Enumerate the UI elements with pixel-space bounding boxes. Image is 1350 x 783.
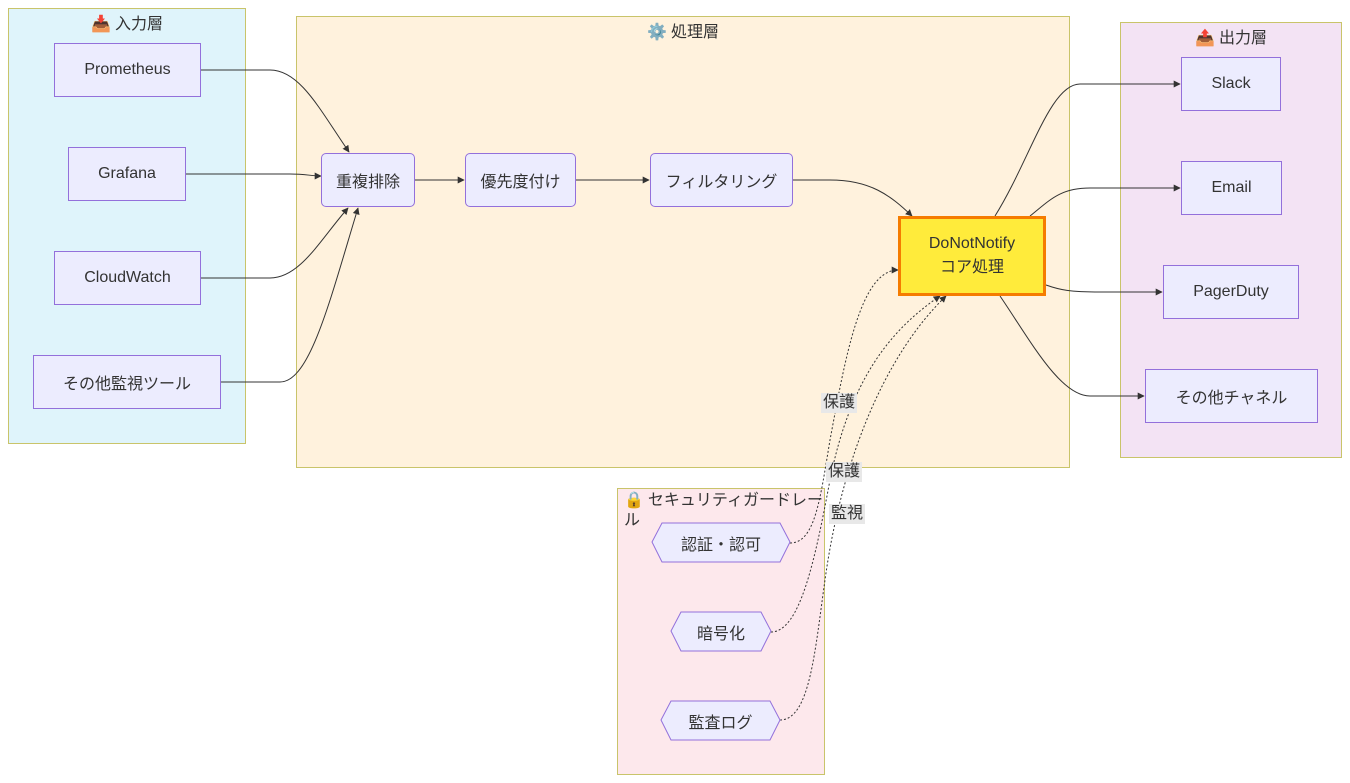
- node-auth[interactable]: 認証・認可: [680, 536, 761, 554]
- hex-audit: [660, 700, 781, 741]
- processing-layer-title: ⚙️処理層: [647, 24, 719, 41]
- node-core-processing[interactable]: DoNotNotify コア処理: [898, 216, 1046, 296]
- inbox-tray-icon: 📥: [91, 16, 111, 33]
- node-grafana[interactable]: Grafana: [68, 147, 186, 201]
- node-filtering[interactable]: フィルタリング: [650, 153, 793, 207]
- input-layer-title: 📥入力層: [91, 16, 163, 33]
- edge-othertools-dedup: [221, 207, 360, 383]
- node-encryption[interactable]: 暗号化: [696, 625, 745, 643]
- edge-core-slack: [994, 80, 1181, 217]
- edge-cloudwatch-dedup: [200, 207, 349, 279]
- outbox-tray-icon: 📤: [1195, 30, 1215, 47]
- edge-filter-core: [793, 179, 913, 217]
- node-audit-log[interactable]: 監査ログ: [688, 714, 753, 732]
- node-prioritization[interactable]: 優先度付け: [465, 153, 576, 207]
- node-cloudwatch[interactable]: CloudWatch: [54, 251, 201, 305]
- gear-icon: ⚙️: [647, 24, 667, 41]
- edge-audit-core: [779, 295, 947, 721]
- node-deduplication[interactable]: 重複排除: [321, 153, 415, 207]
- node-prometheus[interactable]: Prometheus: [54, 43, 201, 97]
- edge-core-pagerduty: [1045, 284, 1163, 296]
- edge-label-auth-protect: 保護: [821, 393, 858, 413]
- node-other-channels[interactable]: その他チャネル: [1145, 369, 1318, 423]
- node-pagerduty[interactable]: PagerDuty: [1163, 265, 1299, 319]
- edge-label-audit-monitor: 監視: [829, 504, 866, 524]
- lock-icon: 🔒: [624, 492, 644, 509]
- edge-label-encryption-protect: 保護: [826, 462, 863, 482]
- edge-auth-core: [789, 266, 899, 544]
- hex-encryption: [670, 611, 772, 652]
- security-guardrail-title: 🔒セキュリティガードレール: [624, 492, 823, 529]
- node-email[interactable]: Email: [1181, 161, 1282, 215]
- edge-prometheus-dedup: [200, 69, 350, 153]
- edge-core-otherchannels: [999, 295, 1145, 400]
- edge-grafana-dedup: [186, 172, 322, 180]
- node-slack[interactable]: Slack: [1181, 57, 1281, 111]
- edge-core-email: [1029, 184, 1181, 217]
- hex-auth: [651, 522, 791, 563]
- output-layer-title: 📤出力層: [1195, 30, 1267, 47]
- core-line-2: コア処理: [939, 259, 1004, 276]
- node-other-monitoring-tools[interactable]: その他監視ツール: [33, 355, 221, 409]
- core-line-1: DoNotNotify: [928, 235, 1016, 252]
